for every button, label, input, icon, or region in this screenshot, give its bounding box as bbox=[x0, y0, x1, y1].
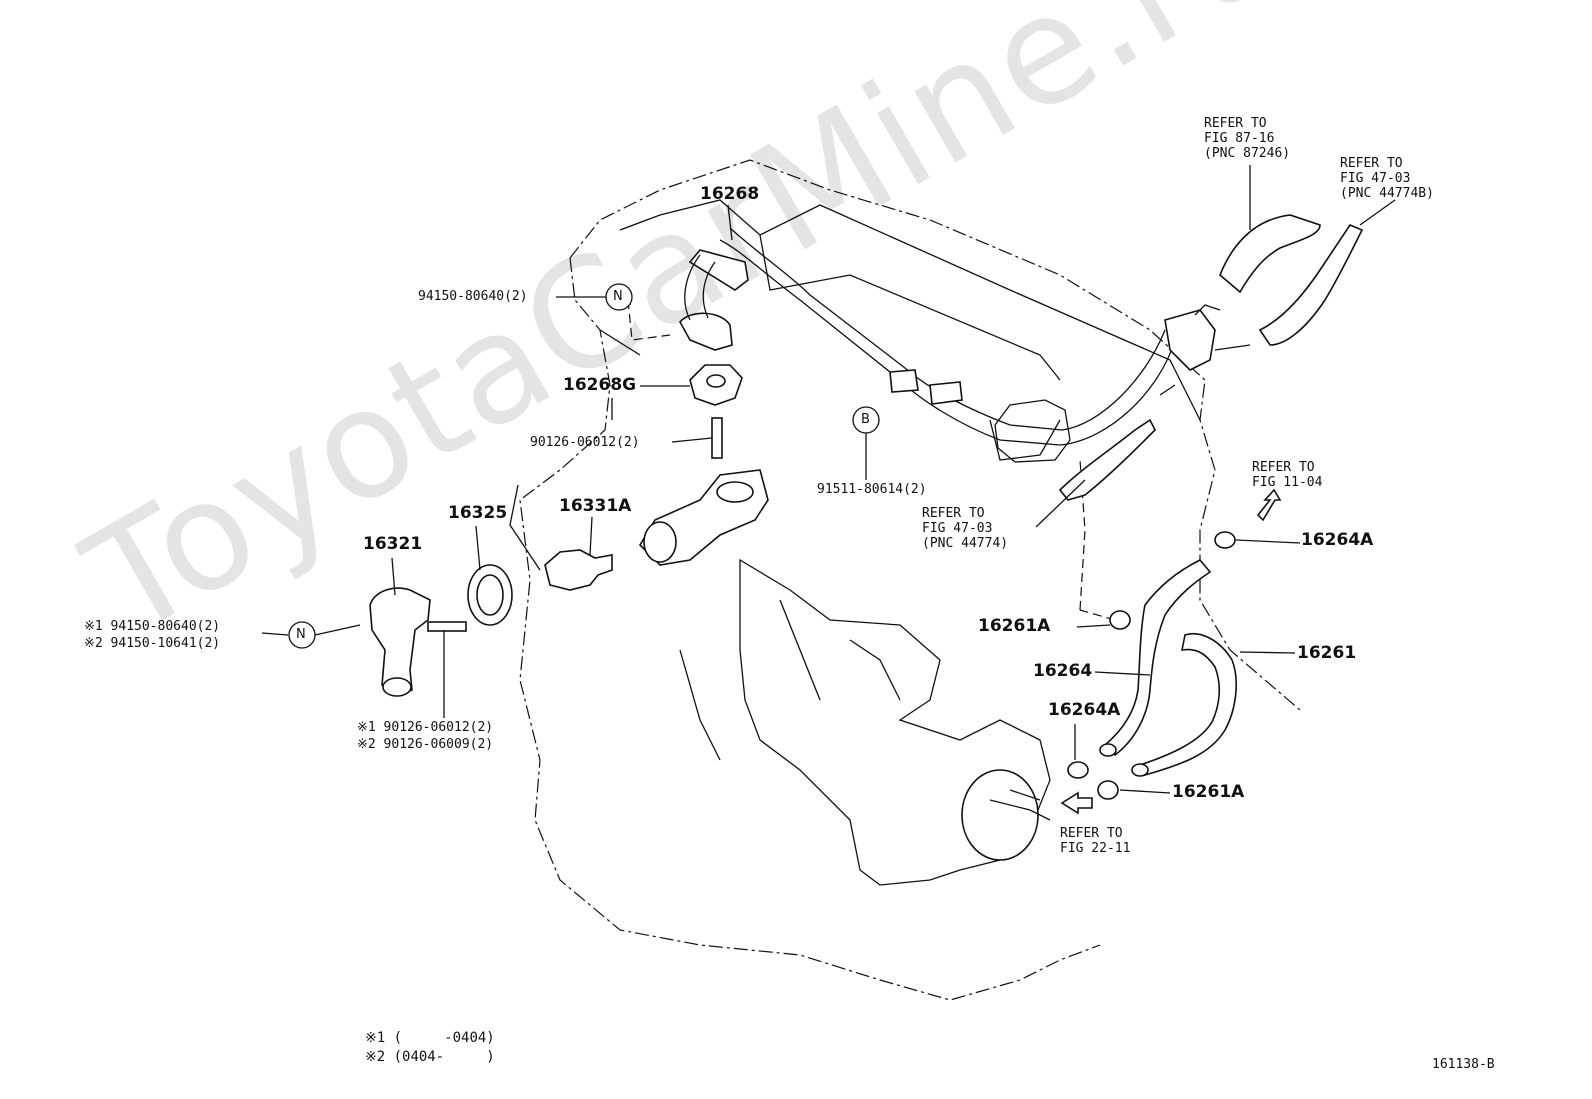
ref-fig-22-11: REFER TO FIG 22-11 bbox=[1060, 826, 1131, 856]
label-16325: 16325 bbox=[448, 503, 508, 523]
marker-b-letter: B bbox=[861, 412, 870, 427]
outlet-port bbox=[716, 481, 754, 503]
throttle-bore bbox=[961, 769, 1039, 861]
thermostat bbox=[544, 549, 613, 591]
label-16261A-bot: 16261A bbox=[1172, 782, 1245, 802]
hose-44774 bbox=[1058, 418, 1156, 501]
marker-n-left-letter: N bbox=[296, 627, 306, 642]
pipe-clamp-b bbox=[929, 381, 963, 405]
engine-outline-left bbox=[519, 257, 1101, 1001]
label-90126-v1: ※1 90126-06012(2) bbox=[357, 720, 494, 735]
pipe-flange bbox=[679, 312, 733, 351]
hose-44774B bbox=[1258, 224, 1364, 346]
label-90126-v2: ※2 90126-06009(2) bbox=[357, 737, 494, 752]
filler-cap bbox=[994, 399, 1071, 463]
leader-dash-n-top bbox=[627, 299, 671, 341]
heater-hose-87246 bbox=[1219, 214, 1321, 294]
arrow-fig-11-04 bbox=[1256, 488, 1282, 522]
marker-b bbox=[852, 406, 880, 434]
ref-fig-47-03: REFER TO FIG 47-03 (PNC 44774) bbox=[922, 506, 1009, 551]
pipe-bracket bbox=[688, 249, 749, 291]
label-94150-top: 94150-80640(2) bbox=[418, 289, 528, 304]
leader-lines bbox=[261, 165, 1396, 794]
label-91511: 91511-80614(2) bbox=[817, 482, 927, 497]
clamp-16264A-bot bbox=[1067, 761, 1089, 779]
footnote-1: ※1 ( -0404) bbox=[365, 1030, 495, 1046]
clamp-16261A-bot bbox=[1097, 780, 1119, 800]
marker-n-top-letter: N bbox=[613, 289, 623, 304]
footnote-2: ※2 (0404- ) bbox=[365, 1049, 495, 1065]
clamp-16261A-top bbox=[1109, 610, 1131, 630]
label-16264A-top: 16264A bbox=[1301, 530, 1374, 550]
label-16261: 16261 bbox=[1297, 643, 1357, 663]
label-16261A-top: 16261A bbox=[978, 616, 1051, 636]
label-90126-top: 90126-06012(2) bbox=[530, 435, 640, 450]
arrow-fig-22-11 bbox=[1060, 791, 1093, 815]
marker-n-top bbox=[605, 283, 633, 311]
label-16268: 16268 bbox=[700, 184, 760, 204]
diagram-id: 161138-B bbox=[1432, 1057, 1495, 1072]
bypass-pipe bbox=[719, 227, 1176, 446]
label-16268G: 16268G bbox=[563, 375, 637, 395]
label-94150-v1: ※1 94150-80640(2) bbox=[84, 619, 221, 634]
label-16264: 16264 bbox=[1033, 661, 1093, 681]
stud-90126 bbox=[711, 417, 723, 459]
clamp-16264A-top bbox=[1214, 531, 1236, 549]
ref-fig-87-16: REFER TO FIG 87-16 (PNC 87246) bbox=[1204, 116, 1291, 161]
marker-n-left bbox=[288, 621, 316, 649]
leader-dash-16261A-2 bbox=[1079, 609, 1116, 621]
stud-lower bbox=[427, 621, 467, 632]
pipe-clamp-mid bbox=[889, 369, 919, 393]
engine-outline bbox=[569, 159, 1301, 711]
cylinder-head bbox=[599, 199, 1201, 461]
union-fitting bbox=[1164, 309, 1216, 371]
hose-16264 bbox=[1103, 559, 1212, 757]
ref-fig-47-03-b: REFER TO FIG 47-03 (PNC 44774B) bbox=[1340, 156, 1434, 201]
label-16331A: 16331A bbox=[559, 496, 632, 516]
label-16264A-bot: 16264A bbox=[1048, 700, 1121, 720]
label-94150-v2: ※2 94150-10641(2) bbox=[84, 636, 221, 651]
ref-fig-11-04: REFER TO FIG 11-04 bbox=[1252, 460, 1323, 490]
label-16321: 16321 bbox=[363, 534, 423, 554]
